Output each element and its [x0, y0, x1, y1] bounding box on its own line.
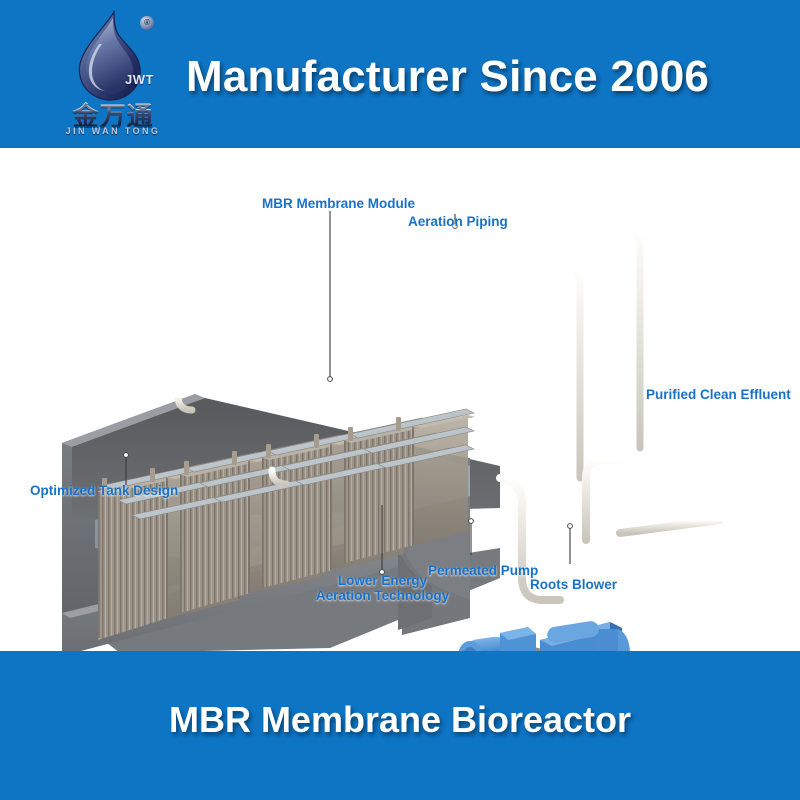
label-lower-energy-line2: Aeration Technology — [315, 588, 450, 603]
callout-leader-lines — [125, 211, 571, 572]
roots-blower — [540, 621, 630, 651]
logo-pinyin: JIN WAN TONG — [65, 126, 161, 136]
footer-banner: MBR Membrane Bioreactor — [0, 651, 800, 800]
product-illustration: MBR Membrane Module Aeration Piping Puri… — [0, 148, 800, 651]
label-mbr-membrane-module: MBR Membrane Module — [262, 196, 416, 211]
label-aeration-piping: Aeration Piping — [408, 214, 508, 229]
label-purified-clean-effluent: Purified Clean Effluent — [646, 387, 791, 402]
label-permeated-pump: Permeated Pump — [428, 563, 539, 578]
label-lower-energy-line1: Lower Energy — [337, 573, 428, 588]
logo-jwt-text: JWT — [125, 72, 154, 87]
registered-trademark-icon: ® — [140, 16, 154, 30]
aeration-piping — [174, 224, 644, 512]
permeated-pump — [458, 627, 551, 651]
label-roots-blower: Roots Blower — [530, 577, 618, 592]
effluent-piping — [496, 444, 724, 604]
company-logo: ® JWT 金万通 JIN WAN TONG — [52, 8, 174, 141]
callout-dots — [123, 223, 573, 575]
water-drop-icon — [70, 10, 146, 102]
product-title: MBR Membrane Bioreactor — [168, 699, 632, 740]
header-title: Manufacturer Since 2006 — [186, 52, 710, 101]
label-lower-energy-aeration-technology: Lower Energy Aeration Technology — [305, 573, 460, 603]
label-optimized-tank-design: Optimized Tank Design — [30, 483, 179, 498]
logo-chinese-name: 金万通 — [52, 96, 174, 132]
mbr-system-3d-graphic — [62, 211, 724, 651]
header-banner: ® JWT 金万通 JIN WAN TONG Manufacturer Sinc… — [0, 0, 800, 148]
